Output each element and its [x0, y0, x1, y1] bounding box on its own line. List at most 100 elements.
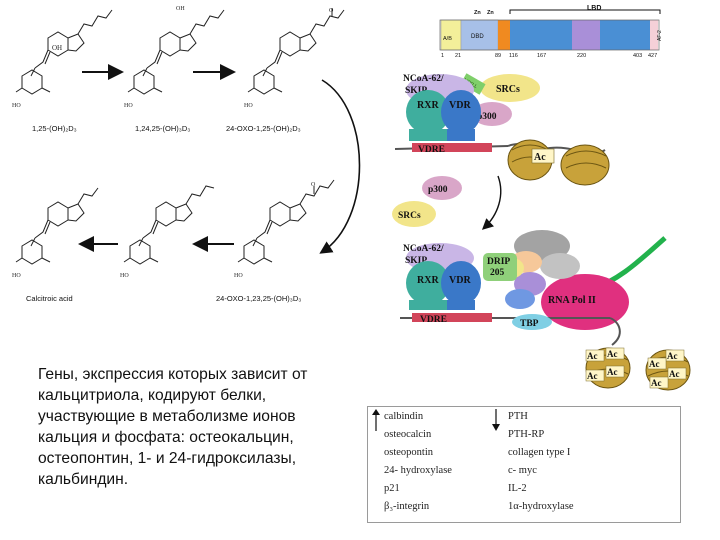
tbp-label: TBP — [520, 319, 539, 329]
vdre-label: VDRE — [418, 145, 445, 155]
pos-6: 220 — [577, 53, 586, 59]
exchange-arrow — [481, 175, 502, 230]
pos-3: 89 — [495, 53, 501, 59]
ho-label-4: HO — [234, 273, 243, 279]
p300-mid-label: p300 — [428, 185, 448, 195]
compound-2-label: 1,24,25-(OH)₃D₃ — [135, 124, 190, 133]
compound-5-label: Calcitroic acid — [26, 294, 73, 303]
mediator-grey-2 — [540, 253, 580, 279]
pol-ii-blob — [541, 274, 629, 330]
p300-blob — [472, 102, 512, 126]
af2-label: AF-2 — [657, 30, 663, 41]
zn-label-1: Zn — [474, 10, 481, 16]
vdr-label: VDR — [449, 100, 471, 111]
ketone-4: O — [311, 182, 316, 188]
src-mid-label: SRCs — [398, 211, 421, 221]
curved-arrow — [319, 79, 361, 254]
ho-label-1: HO — [12, 103, 21, 109]
pos-4: 116 — [509, 53, 518, 59]
transcription-complex: RNA Pol II DRIP 205 NCoA-62/ SKIP RXR VD… — [400, 230, 691, 391]
rxr-bottom-label: RXR — [417, 275, 439, 286]
metabolic-pathway: OH HO 1,25-(OH)₂D₃ OH HO 1,24,25-(OH)₃D₃… — [12, 6, 361, 303]
gene-up-4: 24- hydroxylase — [384, 465, 452, 476]
vdr-bottom-label: VDR — [449, 275, 471, 286]
gene-down-3: collagen type I — [508, 447, 571, 458]
gene-down-1: PTH — [508, 411, 528, 422]
ab-label: A/B — [443, 36, 452, 42]
p300-label: p300 — [477, 112, 497, 122]
pos-7: 403 — [633, 53, 642, 59]
lbd-insert — [572, 20, 600, 50]
vdre-box — [412, 143, 492, 152]
molecule-1 — [15, 9, 113, 95]
pos-8: 427 — [648, 53, 657, 59]
histone-2 — [560, 144, 610, 186]
ac-label-b2: Ac — [607, 349, 618, 359]
vdr-dbd — [447, 129, 475, 141]
compound-3-label: 24-OXO-1,25-(OH)₂D₃ — [226, 124, 301, 133]
lxxll-tag — [460, 73, 486, 95]
ho-label-5: HO — [120, 273, 129, 279]
ac-label-top: Ac — [534, 152, 546, 163]
rxr-label: RXR — [417, 100, 439, 111]
compound-4-label: 24-OXO-1,23,25-(OH)₃D₃ — [216, 294, 301, 303]
compound-1-label: 1,25-(OH)₂D₃ — [32, 124, 77, 133]
gene-up-1: calbindin — [384, 411, 424, 422]
src-label: SRCs — [496, 84, 520, 95]
molecule-2 — [127, 9, 225, 95]
coactivator-exchange: p300 SRCs — [392, 175, 502, 230]
hinge-domain — [498, 20, 510, 50]
coactivator-complex-top: SRCs p300 LXXLL NCoA-62/ SKIP RXR VDR VD… — [394, 73, 610, 186]
gene-up-2: osteocalcin — [384, 429, 432, 440]
ncoa-label: NCoA-62/ — [403, 74, 444, 84]
molecule-6 — [15, 187, 99, 265]
gene-regulation-box: calbindin osteocalcin osteopontin 24- hy… — [367, 406, 681, 523]
up-arrow-icon — [372, 409, 380, 415]
drip-label: DRIP — [487, 257, 510, 267]
gene-down-4: c- myc — [508, 465, 537, 476]
regulation-arrows — [372, 409, 500, 431]
ac-label-b1: Ac — [587, 351, 598, 361]
molecule-3 — [247, 8, 345, 95]
oh-top-2: OH — [176, 6, 185, 12]
dbd-domain — [460, 19, 499, 51]
gene-down-6: 1α-hydroxylase — [508, 501, 574, 512]
ho-label-6: HO — [12, 273, 21, 279]
ac-label-b5: Ac — [667, 351, 678, 361]
ketone-3: O — [329, 8, 334, 14]
lbd-label: LBD — [587, 5, 601, 12]
vdr-domain-map: LBD Zn Zn A/B DBD AF-2 1 21 89 116 167 2… — [439, 5, 663, 59]
pol-ii-label: RNA Pol II — [548, 295, 596, 306]
skip-bottom-label: SKIP — [405, 256, 427, 266]
pos-2: 21 — [455, 53, 461, 59]
af2-domain — [650, 20, 658, 50]
ncoa-bottom-label: NCoA-62/ — [403, 244, 444, 254]
rxr-dbd — [409, 129, 447, 141]
gene-up-5: p21 — [384, 483, 400, 494]
gene-down-5: IL-2 — [508, 483, 527, 494]
rxr-bottom-dbd — [409, 300, 447, 310]
gene-up-3: osteopontin — [384, 447, 433, 458]
vdre-bottom-box — [412, 313, 492, 322]
zn-label-2: Zn — [487, 10, 494, 16]
ho-label-2: HO — [124, 103, 133, 109]
pos-5: 167 — [537, 53, 546, 59]
drip-num-label: 205 — [490, 268, 505, 278]
pos-1: 1 — [441, 53, 444, 59]
ab-domain — [440, 19, 462, 51]
src-blob — [480, 74, 540, 102]
vdre-bottom-label: VDRE — [420, 315, 447, 325]
ac-label-b6: Ac — [649, 359, 660, 369]
mediator-blue — [505, 289, 535, 309]
ac-tag-top — [531, 148, 555, 164]
ac-label-b7: Ac — [669, 369, 680, 379]
molecule-5 — [123, 185, 215, 265]
ac-label-b3: Ac — [587, 371, 598, 381]
tbp-blob — [512, 314, 552, 330]
rxr-blob — [406, 90, 450, 134]
p300-mid-blob — [422, 176, 462, 200]
vdr-bottom-dbd — [447, 300, 475, 310]
ac-label-b8: Ac — [651, 378, 662, 388]
ho-label-3: HO — [244, 103, 253, 109]
